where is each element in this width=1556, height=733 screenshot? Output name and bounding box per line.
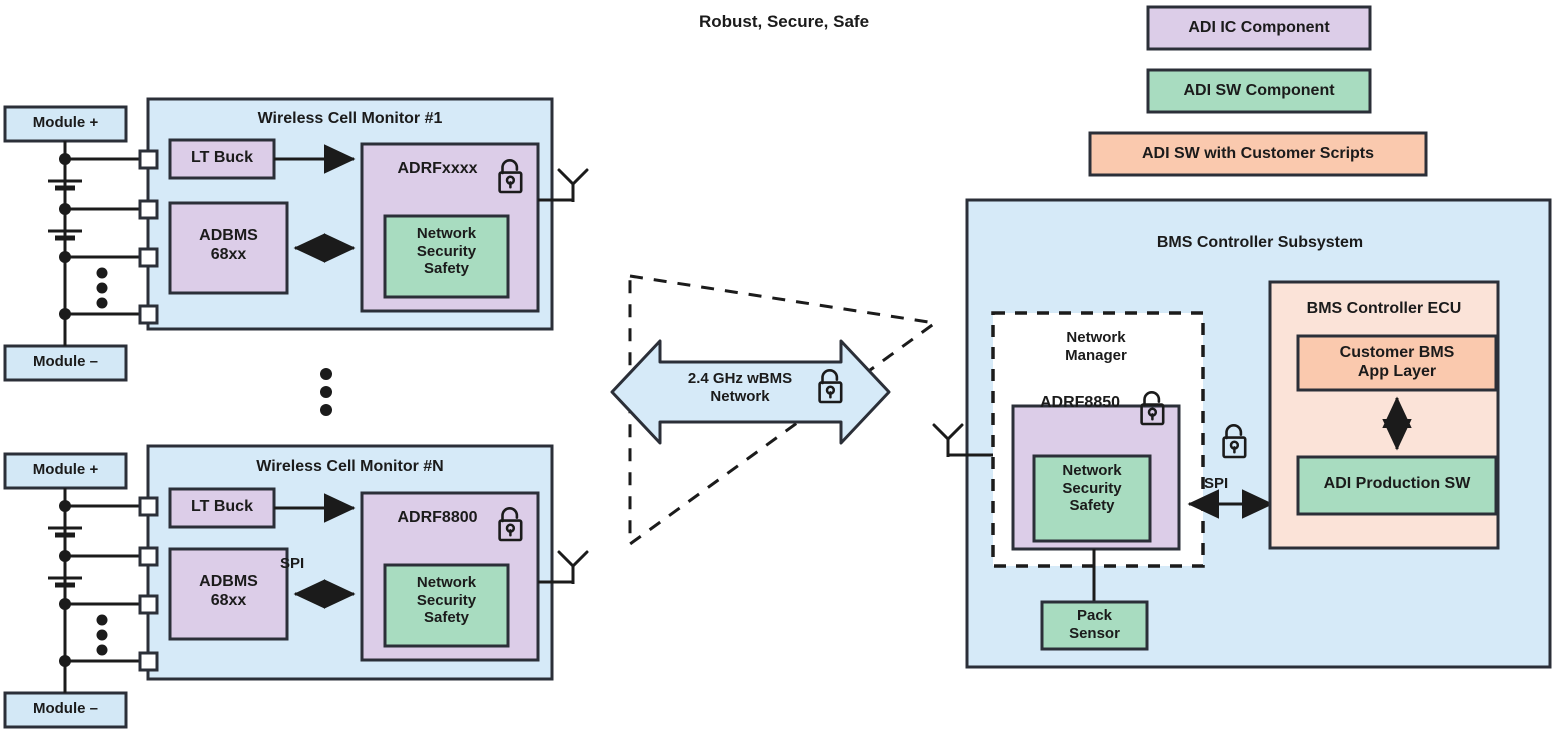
bms-controller-subsystem-group (932, 198, 1552, 669)
wireless-cell-monitor-n-group (3, 444, 589, 729)
legend-group (1088, 5, 1428, 177)
wireless-cell-monitor-1-group (3, 97, 589, 382)
wbms-link-arrow (610, 339, 891, 445)
monitors-ellipsis (320, 368, 332, 416)
